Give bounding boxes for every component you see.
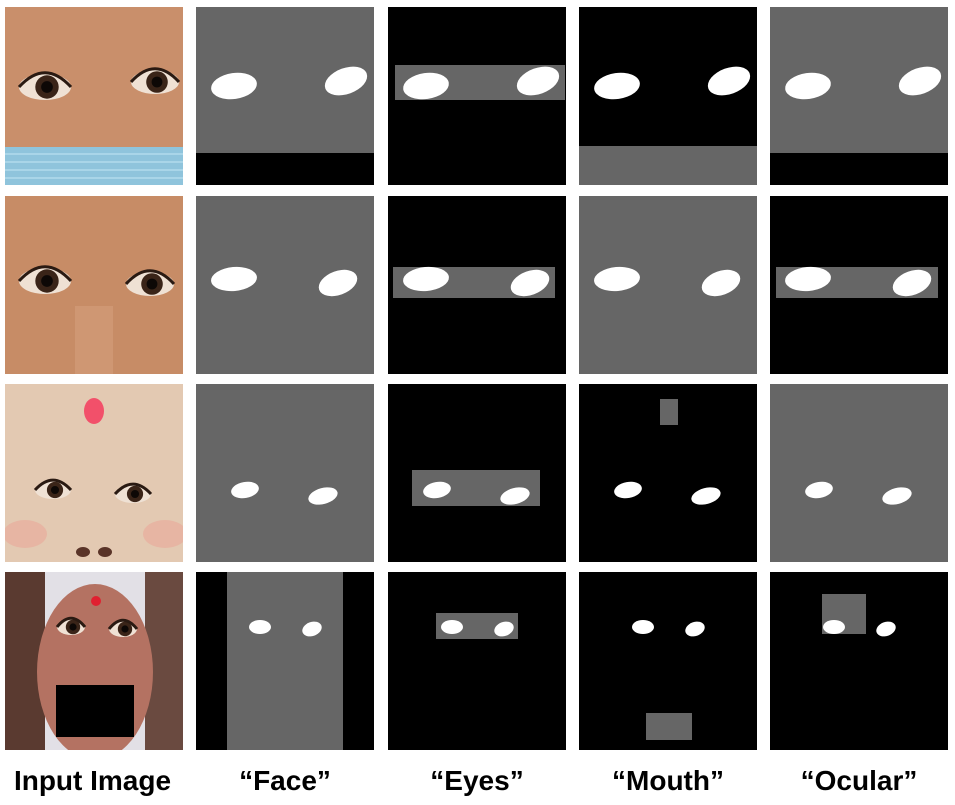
caption-input-image: Input Image: [13, 765, 172, 796]
right-eye-mask: [500, 487, 530, 505]
input-image-row3: [5, 384, 183, 562]
mask-row3-face: [196, 384, 374, 562]
right-eye-mask: [308, 487, 338, 505]
left-eye-mask: [805, 481, 833, 499]
left-eye-mask: [403, 266, 449, 292]
right-eye-mask: [510, 269, 550, 297]
left-eye-mask: [614, 481, 642, 499]
mask-row4-ocular: [770, 572, 948, 750]
left-eye-mask: [823, 620, 845, 634]
input-image-row4: [5, 572, 183, 750]
caption-mouth: “Mouth”: [612, 765, 724, 796]
right-eye-mask: [707, 66, 751, 96]
mask-row4-mouth: [579, 572, 757, 750]
region-box: [646, 713, 692, 740]
right-eye-mask: [691, 487, 721, 505]
left-eye-mask: [594, 266, 640, 292]
right-eye-mask: [516, 66, 560, 96]
region-box: [660, 399, 678, 425]
right-eye-mask: [898, 66, 942, 96]
mask-row1-ocular: [770, 7, 948, 185]
left-eye-mask: [211, 72, 257, 100]
right-eye-mask: [882, 487, 912, 505]
caption-ocular: “Ocular”: [800, 765, 918, 796]
left-eye-mask: [249, 620, 271, 634]
left-eye-mask: [403, 72, 449, 100]
mask-row4-face: [196, 572, 374, 750]
left-eye-mask: [211, 266, 257, 292]
right-eye-mask: [701, 269, 741, 297]
input-image-row1: [5, 7, 183, 185]
region-box: [579, 146, 757, 185]
mask-row2-face: [196, 196, 374, 374]
left-eye-mask: [785, 72, 831, 100]
mask-row2-eyes: [388, 196, 566, 374]
region-box: [196, 153, 374, 185]
right-eye-mask: [892, 269, 932, 297]
right-eye-mask: [318, 269, 358, 297]
caption-eyes: “Eyes”: [430, 765, 524, 796]
mask-row3-ocular: [770, 384, 948, 562]
mask-row1-face: [196, 7, 374, 185]
left-eye-mask: [441, 620, 463, 634]
mask-row2-ocular: [770, 196, 948, 374]
region-box: [770, 153, 948, 185]
right-eye-mask: [876, 621, 896, 637]
left-eye-mask: [423, 481, 451, 499]
input-image-row2: [5, 196, 183, 374]
left-eye-mask: [231, 481, 259, 499]
left-eye-mask: [785, 266, 831, 292]
mask-row3-eyes: [388, 384, 566, 562]
left-eye-mask: [632, 620, 654, 634]
right-eye-mask: [324, 66, 368, 96]
right-eye-mask: [494, 621, 514, 637]
mask-row2-mouth: [579, 196, 757, 374]
mask-row1-eyes: [388, 7, 566, 185]
right-eye-mask: [302, 621, 322, 637]
mask-row4-eyes: [388, 572, 566, 750]
left-eye-mask: [594, 72, 640, 100]
mask-row3-mouth: [579, 384, 757, 562]
caption-face: “Face”: [239, 765, 331, 796]
region-box: [227, 572, 343, 750]
right-eye-mask: [685, 621, 705, 637]
mask-row1-mouth: [579, 7, 757, 185]
